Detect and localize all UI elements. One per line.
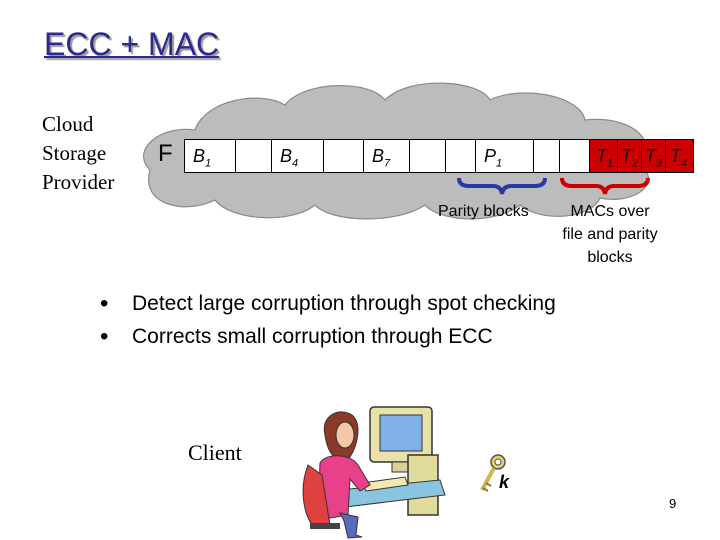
block-b7: B7 bbox=[364, 139, 410, 173]
mac-block-t1: T1 bbox=[590, 139, 618, 173]
block-subscript: 1 bbox=[607, 157, 614, 170]
block-letter: B bbox=[193, 146, 206, 166]
block-parity-empty bbox=[560, 139, 590, 173]
mac-block-t3: T3 bbox=[642, 139, 666, 173]
block-subscript: 2 bbox=[632, 157, 639, 170]
block-p1: P1 bbox=[476, 139, 534, 173]
mac-block-t2: T2 bbox=[618, 139, 642, 173]
block-parity-empty bbox=[534, 139, 560, 173]
client-clipart bbox=[302, 406, 446, 539]
mac-brace bbox=[560, 177, 650, 195]
macs-label-line: file and parity bbox=[562, 226, 658, 243]
block-subscript: 1 bbox=[205, 157, 212, 170]
block-letter: T bbox=[645, 146, 656, 166]
block-empty bbox=[446, 139, 476, 173]
block-letter: B bbox=[372, 146, 385, 166]
block-letter: T bbox=[670, 146, 681, 166]
cloud-storage-provider-label: Cloud Storage Provider bbox=[42, 110, 114, 197]
key-icon bbox=[480, 454, 506, 492]
block-subscript: 3 bbox=[656, 157, 663, 170]
block-empty bbox=[324, 139, 364, 173]
block-empty bbox=[236, 139, 272, 173]
key-label: k bbox=[499, 472, 510, 492]
bullet-item: Detect large corruption through spot che… bbox=[100, 290, 556, 325]
parity-blocks-label: Parity blocks bbox=[438, 203, 529, 220]
bullet-list: Detect large corruption through spot che… bbox=[100, 290, 556, 358]
block-subscript: 4 bbox=[292, 157, 299, 170]
bullet-item: Corrects small corruption through ECC bbox=[100, 323, 556, 358]
block-letter: T bbox=[621, 146, 632, 166]
macs-label-line: MACs over bbox=[570, 203, 650, 220]
cloud-label-line: Storage bbox=[42, 141, 107, 165]
macs-label: MACs over file and parity blocks bbox=[548, 200, 672, 269]
block-subscript: 1 bbox=[496, 157, 503, 170]
block-letter: B bbox=[280, 146, 293, 166]
block-b4: B4 bbox=[272, 139, 324, 173]
file-block-row: B1 B4 B7 P1 T1 T2 T3 T4 bbox=[184, 139, 694, 173]
slide-title: ECC + MAC bbox=[44, 26, 220, 62]
block-empty bbox=[410, 139, 446, 173]
page-number: 9 bbox=[669, 496, 677, 511]
block-subscript: 4 bbox=[681, 157, 688, 170]
client-label: Client bbox=[188, 440, 242, 465]
mac-block-t4: T4 bbox=[666, 139, 694, 173]
block-subscript: 7 bbox=[384, 157, 391, 170]
file-symbol: F bbox=[158, 140, 173, 167]
block-letter: P bbox=[484, 146, 497, 166]
cloud-label-line: Provider bbox=[42, 170, 115, 194]
parity-brace bbox=[457, 177, 547, 195]
block-b1: B1 bbox=[184, 139, 236, 173]
macs-label-line: blocks bbox=[587, 249, 633, 266]
block-letter: T bbox=[596, 146, 607, 166]
cloud-label-line: Cloud bbox=[42, 112, 94, 136]
